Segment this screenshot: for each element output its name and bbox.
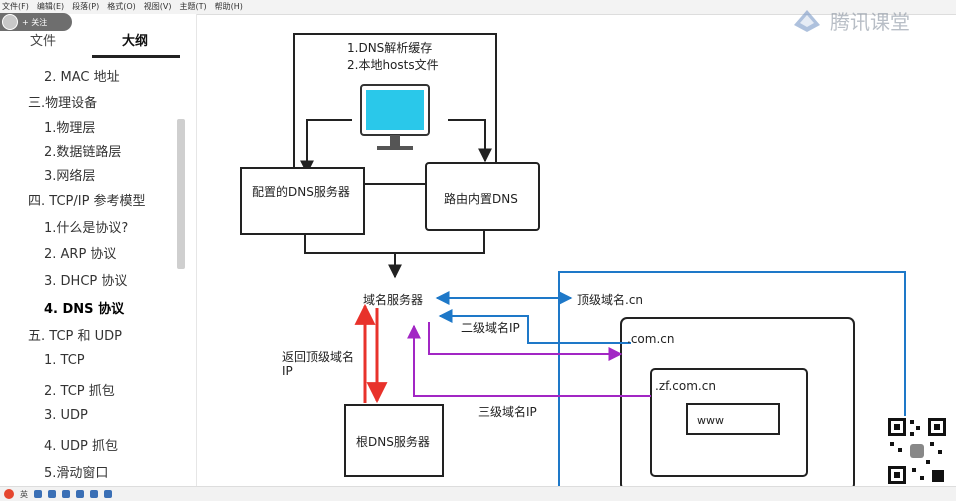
www-label: www xyxy=(697,414,724,427)
www-box xyxy=(686,403,780,435)
outline-item[interactable]: 1. TCP xyxy=(44,353,85,368)
router-dns-label: 路由内置DNS xyxy=(444,192,518,206)
outline-item[interactable]: 4. UDP 抓包 xyxy=(44,439,119,454)
outline-item[interactable]: 3.网络层 xyxy=(44,169,96,184)
domain-server-label: 域名服务器 xyxy=(363,293,424,307)
dns-diagram xyxy=(240,33,906,486)
diagram-canvas: 1.DNS解析缓存 2.本地hosts文件 配置的DNS服务器 路由内置DNS … xyxy=(197,14,956,486)
toolbox-icon[interactable] xyxy=(104,490,112,498)
menu-edit[interactable]: 编辑(E) xyxy=(36,2,65,11)
watermark: 腾讯课堂 xyxy=(790,6,910,35)
menu-bar: 文件(F) 编辑(E) 段落(P) 格式(O) 视图(V) 主题(T) 帮助(H… xyxy=(0,0,956,15)
root-dns-label: 根DNS服务器 xyxy=(356,435,430,449)
cache-label-1: 1.DNS解析缓存 xyxy=(347,41,433,55)
menu-theme[interactable]: 主题(T) xyxy=(179,2,207,11)
second-level-ip-label: 二级域名IP xyxy=(461,321,520,335)
outline-item[interactable]: 2. TCP 抓包 xyxy=(44,384,115,399)
ime-language-label[interactable]: 英 xyxy=(20,489,28,499)
outline-item[interactable]: 2. MAC 地址 xyxy=(44,70,120,85)
input-method-toolbar: 英 xyxy=(0,486,956,501)
follow-label: + 关注 xyxy=(22,17,48,27)
top-level-domain-box xyxy=(558,271,906,486)
monitor-screen xyxy=(366,90,424,130)
avatar xyxy=(2,14,18,30)
sidebar-tabs: 文件 大纲 xyxy=(0,30,196,56)
configured-dns-label: 配置的DNS服务器 xyxy=(252,185,350,199)
outline-item[interactable]: 2. ARP 协议 xyxy=(44,247,117,262)
outline-item[interactable]: 四. TCP/IP 参考模型 xyxy=(28,194,146,209)
outline-item[interactable]: 3. UDP xyxy=(44,408,88,423)
outline-item[interactable]: 五. TCP 和 UDP xyxy=(28,329,122,344)
outline-item[interactable]: 1.物理层 xyxy=(44,121,96,136)
microphone-icon[interactable] xyxy=(62,490,70,498)
menu-format[interactable]: 格式(O) xyxy=(107,2,136,11)
keyboard-icon[interactable] xyxy=(76,490,84,498)
com-cn-label: .com.cn xyxy=(627,332,675,346)
menu-help[interactable]: 帮助(H) xyxy=(214,2,243,11)
outline-sidebar: 文件 大纲 2. MAC 地址 三.物理设备 1.物理层 2.数据链路层 3.网… xyxy=(0,14,197,486)
sogou-icon[interactable] xyxy=(4,489,14,499)
menu-view[interactable]: 视图(V) xyxy=(143,2,172,11)
menu-file[interactable]: 文件(F) xyxy=(2,2,29,11)
qr-code-icon xyxy=(886,416,948,486)
follow-badge[interactable]: + 关注 xyxy=(0,13,72,31)
active-tab-indicator xyxy=(92,55,180,58)
watermark-text: 腾讯课堂 xyxy=(830,10,910,34)
root-dns-box xyxy=(344,404,444,477)
menu-paragraph[interactable]: 段落(P) xyxy=(72,2,100,11)
qr-code xyxy=(886,416,948,486)
outline-item[interactable]: 2.数据链路层 xyxy=(44,145,122,160)
outline-item[interactable]: 三.物理设备 xyxy=(28,96,98,111)
return-top-ip-label-2: IP xyxy=(282,364,293,378)
tab-file[interactable]: 文件 xyxy=(30,34,57,49)
emoji-icon[interactable] xyxy=(48,490,56,498)
third-level-ip-label: 三级域名IP xyxy=(478,405,537,419)
configured-dns-box xyxy=(240,167,365,235)
outline-item[interactable]: 5.滑动窗口 xyxy=(44,466,109,481)
zf-com-cn-label: .zf.com.cn xyxy=(655,379,716,393)
computer-icon xyxy=(360,84,430,150)
punctuation-icon[interactable] xyxy=(34,490,42,498)
top-level-label: 顶级域名.cn xyxy=(577,293,644,307)
cloud-logo-icon xyxy=(794,9,820,32)
skin-icon[interactable] xyxy=(90,490,98,498)
tab-outline[interactable]: 大纲 xyxy=(122,34,149,49)
cache-label-2: 2.本地hosts文件 xyxy=(347,58,439,72)
outline-item[interactable]: 3. DHCP 协议 xyxy=(44,274,128,289)
router-dns-box xyxy=(425,162,540,231)
sidebar-scrollbar[interactable] xyxy=(177,119,185,269)
outline-item-active[interactable]: 4. DNS 协议 xyxy=(44,302,125,317)
return-top-ip-label-1: 返回顶级域名 xyxy=(282,350,355,364)
outline-item[interactable]: 1.什么是协议? xyxy=(44,221,129,236)
